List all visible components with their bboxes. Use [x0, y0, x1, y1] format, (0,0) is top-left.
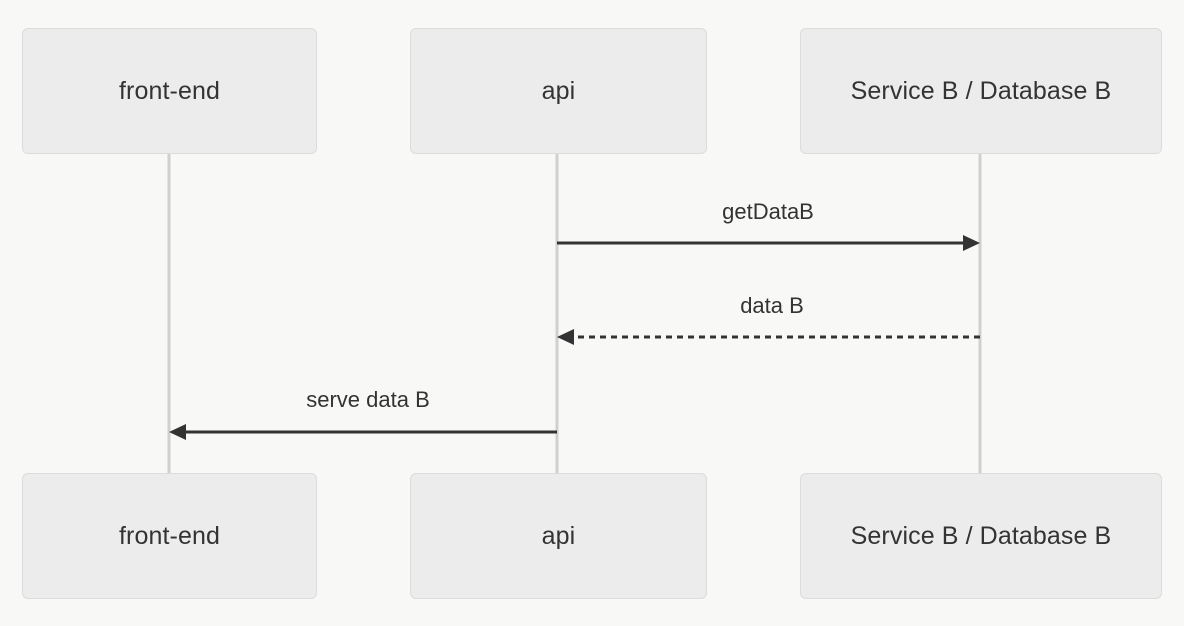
arrowhead-left-data-b: [557, 329, 574, 345]
participant-label-service-b-bottom: Service B / Database B: [850, 521, 1112, 550]
message-label-get-data-b: getDataB: [722, 199, 814, 224]
participant-label-service-b: Service B / Database B: [850, 76, 1112, 105]
message-arrow-serve-data-b: [169, 424, 557, 440]
participant-box-bottom-front-end[interactable]: front-end: [22, 473, 317, 599]
arrowhead-left-serve-data-b: [169, 424, 186, 440]
message-arrow-data-b: [557, 329, 980, 345]
participant-label-api: api: [541, 76, 576, 105]
participant-box-top-front-end[interactable]: front-end: [22, 28, 317, 154]
participant-label-front-end: front-end: [119, 76, 220, 105]
participant-box-top-api[interactable]: api: [410, 28, 707, 154]
participant-box-bottom-service-b[interactable]: Service B / Database B: [800, 473, 1162, 599]
message-label-data-b: data B: [740, 293, 804, 318]
arrowhead-right-get-data-b: [963, 235, 980, 251]
participant-label-front-end-bottom: front-end: [119, 521, 220, 550]
participant-box-bottom-api[interactable]: api: [410, 473, 707, 599]
message-arrow-get-data-b: [557, 235, 980, 251]
participant-box-top-service-b[interactable]: Service B / Database B: [800, 28, 1162, 154]
message-label-serve-data-b: serve data B: [306, 387, 430, 412]
participant-label-api-bottom: api: [541, 521, 576, 550]
